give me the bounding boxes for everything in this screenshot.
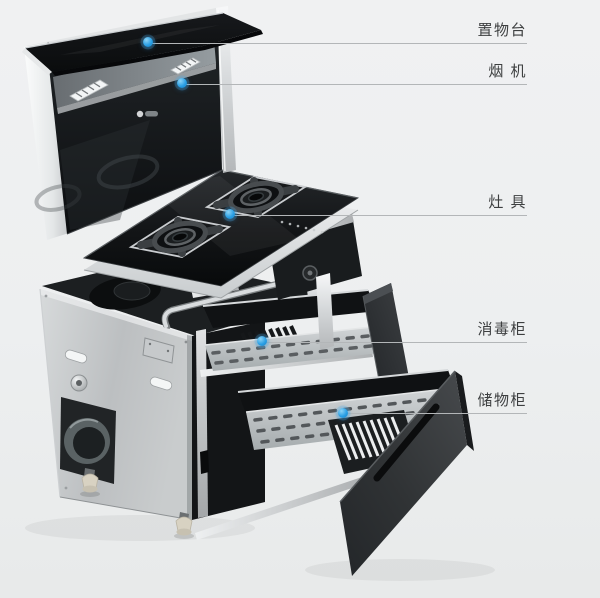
storage-drawer: [195, 369, 474, 576]
blower-motor: [89, 276, 161, 310]
cooktop-assembly: [82, 169, 362, 350]
duct-outlet: [60, 397, 116, 484]
range-hood-label: 烟 机: [488, 63, 527, 80]
sterilizer-cabinet-marker-dot: [257, 336, 267, 346]
hood-right-column: [216, 6, 236, 173]
shelf-top-label: 置物台: [477, 22, 527, 39]
slide-rail: [195, 477, 364, 540]
burner-right: [204, 176, 308, 218]
storage-cabinet-leader-line: [343, 413, 527, 414]
chrome-handle-bar: [162, 264, 352, 328]
drawer-handle-groove: [373, 403, 440, 482]
storage-drawer-front: [339, 370, 474, 576]
shelf-top-leader-line: [148, 43, 527, 44]
vent-slot: [149, 376, 173, 391]
range-hood-leader-line: [182, 84, 527, 85]
sterilizer-cabinet-leader-line: [262, 342, 527, 343]
hood-vent-left: [69, 79, 109, 102]
burner-left: [128, 216, 232, 258]
vent-slot: [64, 349, 88, 364]
storage-cabinet-marker-dot: [338, 408, 348, 418]
cooktop-leader-line: [230, 215, 527, 216]
touch-control-dots: [280, 220, 324, 234]
range-hood-marker-dot: [177, 78, 187, 88]
storage-cabinet-label: 储物柜: [477, 392, 527, 409]
cooktop-marker-dot: [225, 209, 235, 219]
sterilizer-cabinet-label: 消毒柜: [477, 321, 527, 338]
hood-vent-right: [170, 57, 201, 75]
hood-left-panel: [24, 42, 72, 240]
storage-basket-opening: [238, 370, 456, 414]
shelf-top-marker-dot: [143, 37, 153, 47]
brand-logo-icon: [136, 110, 158, 118]
leveling-feet: [80, 468, 194, 539]
cooktop-label: 灶 具: [488, 194, 527, 211]
sterilizer-basket-opening: [203, 290, 378, 328]
